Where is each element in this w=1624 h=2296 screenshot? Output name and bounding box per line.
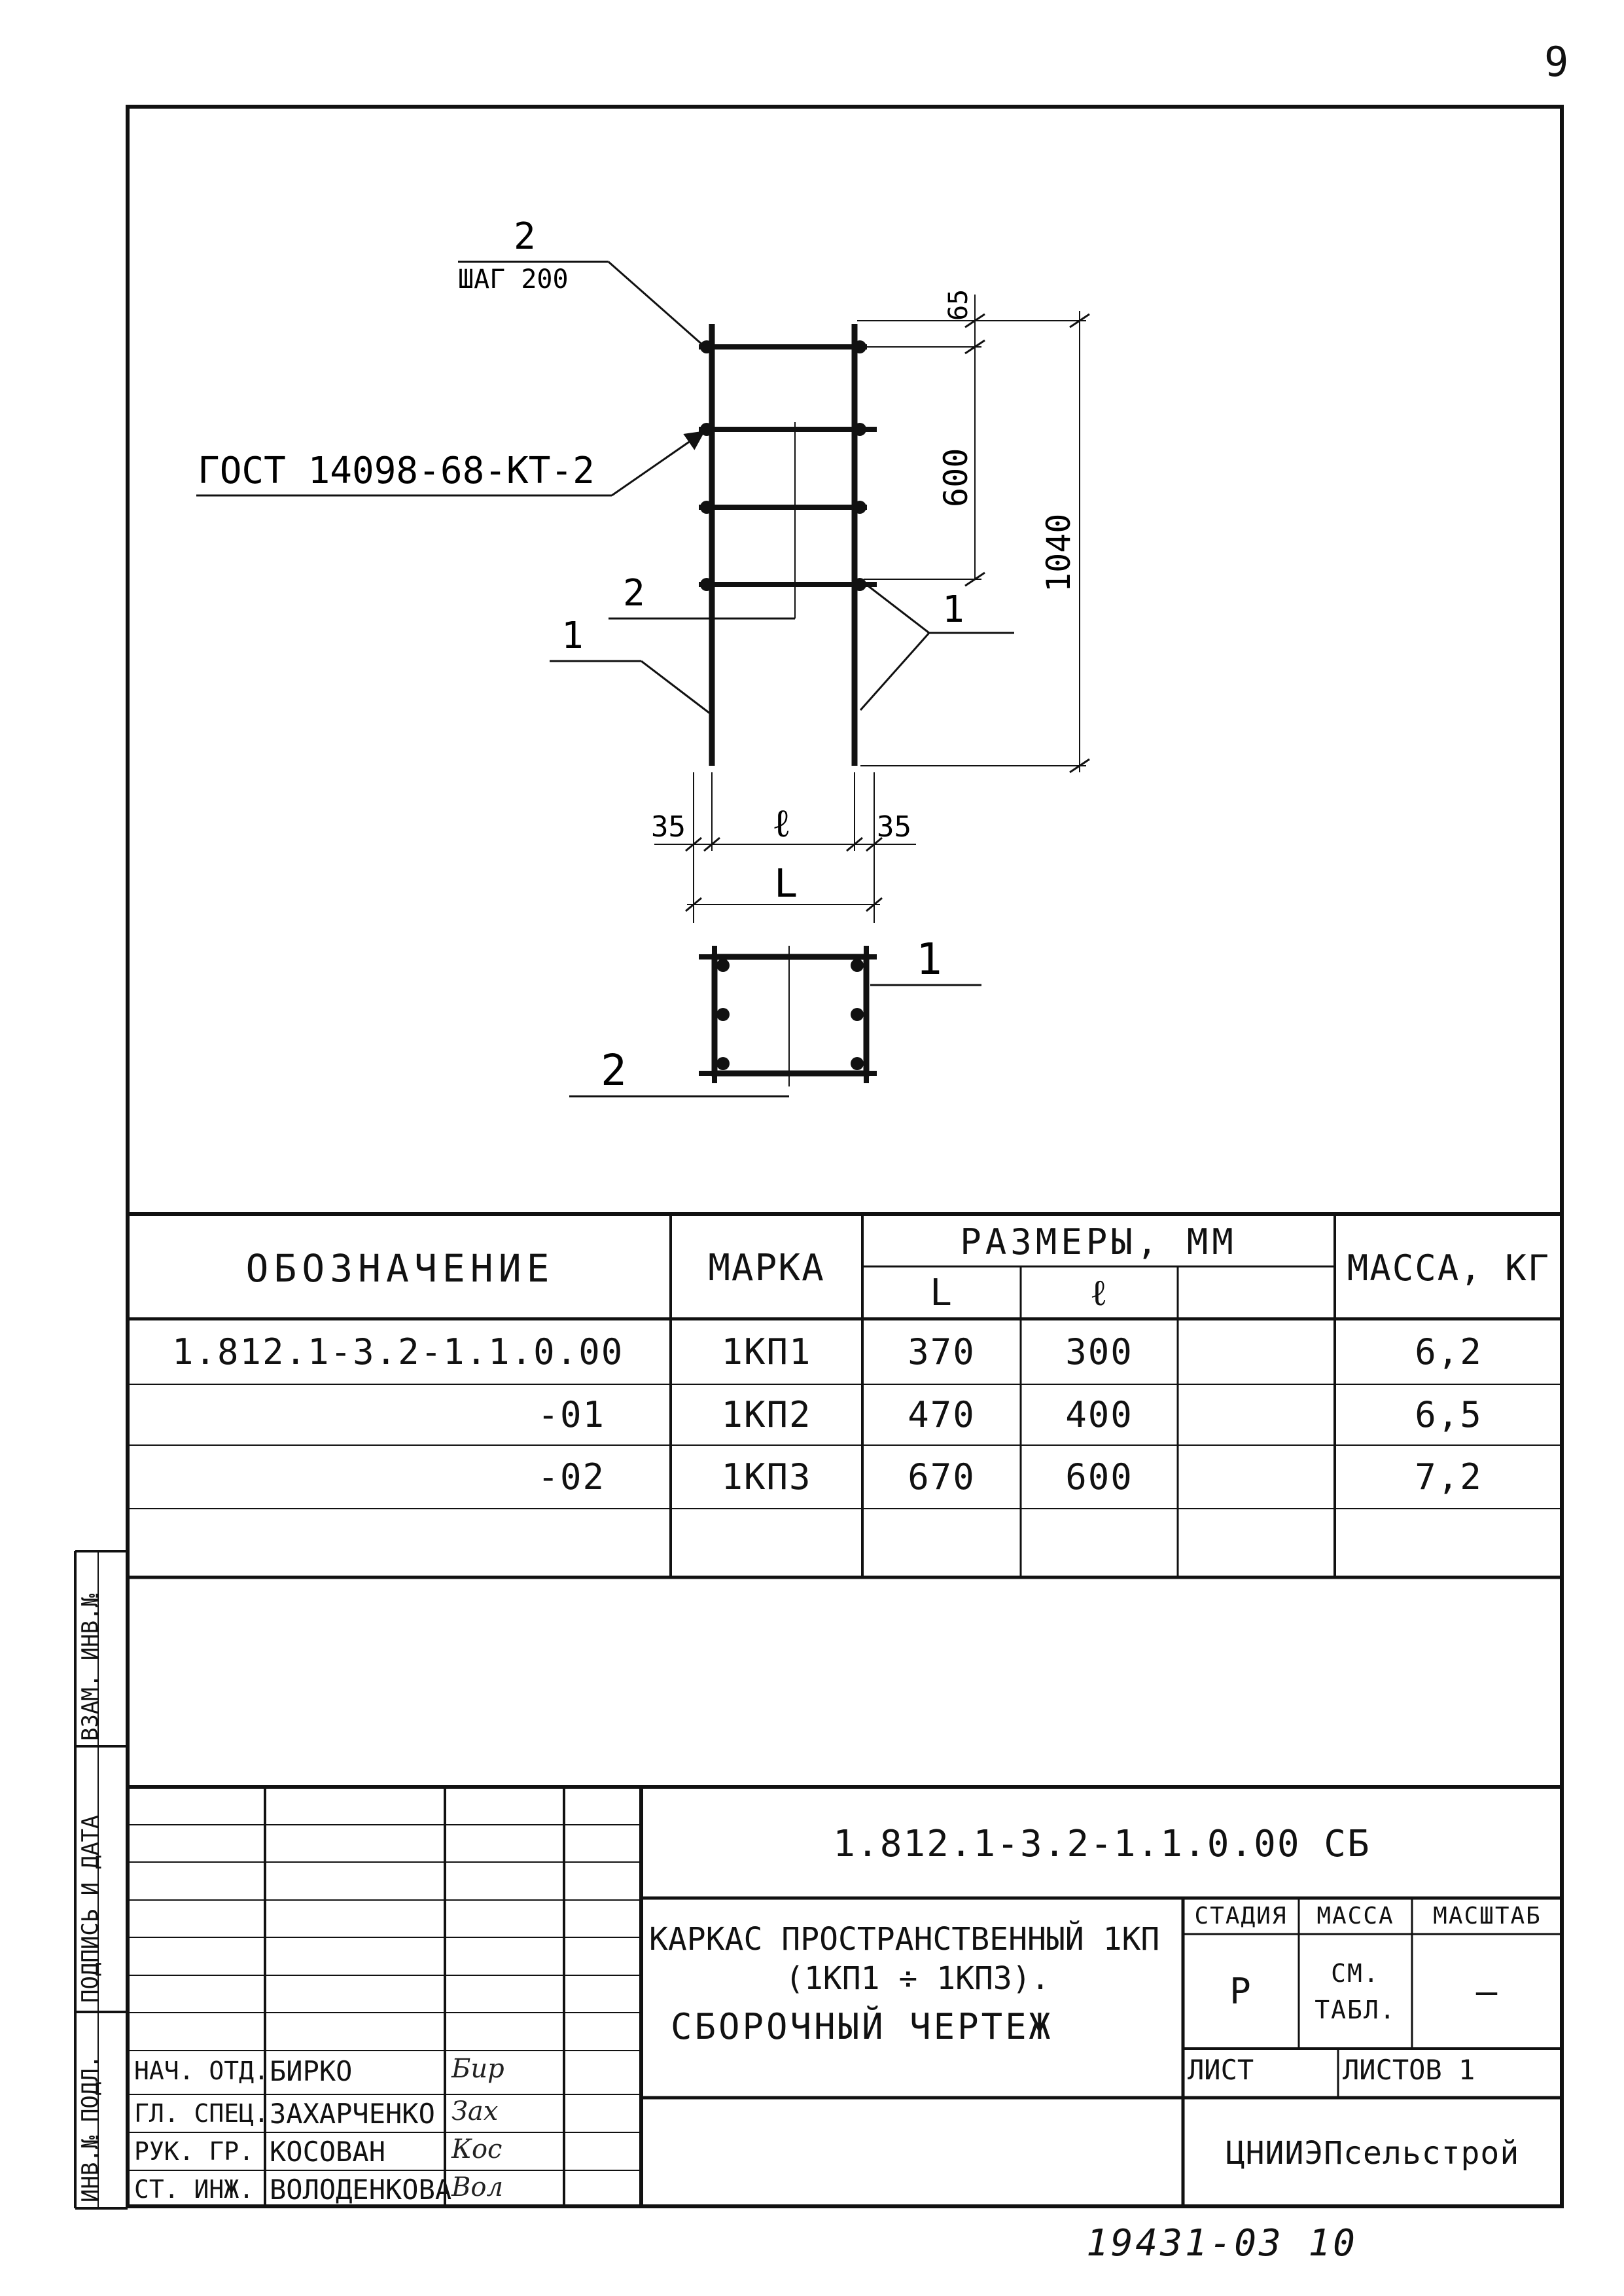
mass-header: МАССА — [1316, 1903, 1394, 1929]
spec-row-l: 400 — [1065, 1394, 1133, 1435]
spec-header-mass: МАССА, КГ — [1347, 1247, 1551, 1289]
staff-signature: Зах — [451, 2096, 499, 2126]
dim-600: 600 — [937, 448, 975, 507]
assembly-drawing: 2 ШАГ 200 ГОСТ 14098-68-КТ-2 2 1 1 65 60… — [196, 215, 1090, 1098]
spec-row-designation: -01 — [537, 1394, 605, 1435]
staff-role: РУК. ГР. — [134, 2137, 255, 2166]
spec-row-L: 470 — [908, 1394, 976, 1435]
side-stamp-podpis: ПОДПИСЬ И ДАТА — [77, 1815, 103, 2003]
weld-points — [700, 340, 866, 591]
label-pos-2-mid: 2 — [623, 572, 645, 615]
dim-35-right: 35 — [877, 810, 911, 844]
dim-35-left: 35 — [651, 810, 686, 844]
sheet-label: ЛИСТ — [1188, 2054, 1254, 2086]
spec-row-L: 370 — [908, 1331, 976, 1372]
staff-name: КОСОВАН — [270, 2136, 386, 2168]
spec-row-mark: 1КП1 — [721, 1331, 812, 1372]
spec-row-mass: 7,2 — [1415, 1456, 1483, 1498]
plan-label-1: 1 — [916, 934, 942, 984]
scale-header: МАСШТАБ — [1433, 1903, 1542, 1929]
spec-row-mark: 1КП3 — [721, 1456, 812, 1498]
staff-signature: Бир — [451, 2054, 504, 2084]
label-pos-1-left: 1 — [561, 615, 584, 657]
title-line2: (1КП1 ÷ 1КП3). — [785, 1960, 1050, 1997]
spec-row-mark: 1КП2 — [721, 1394, 812, 1435]
stage-header: СТАДИЯ — [1194, 1903, 1288, 1929]
staff-role: СТ. ИНЖ. — [134, 2175, 255, 2204]
sheets-label: ЛИСТОВ 1 — [1343, 2054, 1475, 2086]
page-number: 9 — [1544, 38, 1569, 86]
staff-name: ЗАХАРЧЕНКО — [270, 2098, 435, 2130]
spec-row-designation: -02 — [537, 1456, 605, 1498]
staff-name: ВОЛОДЕНКОВА — [270, 2174, 452, 2206]
label-pos-1-right: 1 — [942, 588, 964, 631]
drawing-frame — [126, 105, 1564, 2208]
spec-row-designation: 1.812.1-3.2-1.1.0.00 — [172, 1331, 624, 1372]
staff-signature: Кос — [451, 2134, 503, 2164]
stage-value: Р — [1229, 1971, 1252, 2012]
label-pos-2-top: 2 — [514, 215, 536, 258]
spec-row-L: 670 — [908, 1456, 976, 1498]
spec-header-mark: МАРКА — [708, 1247, 825, 1289]
spec-header-l: ℓ — [1089, 1271, 1109, 1314]
plan-view — [569, 946, 981, 1098]
staff-signature: Вол — [451, 2172, 503, 2202]
side-stamp-inv-podl: ИНВ.№ ПОДЛ. — [77, 2054, 103, 2202]
staff-role: НАЧ. ОТД. — [134, 2056, 269, 2085]
title-line3: СБОРОЧНЫЙ ЧЕРТЕЖ — [671, 2006, 1053, 2047]
title-line1: КАРКАС ПРОСТРАНСТВЕННЫЙ 1КП — [649, 1921, 1160, 1958]
dim-65: 65 — [944, 289, 974, 321]
dim-L: L — [774, 861, 798, 906]
step-label: ШАГ 200 — [458, 264, 569, 295]
dim-l: ℓ — [772, 800, 791, 846]
spec-header-L: L — [930, 1271, 953, 1314]
spec-row-l: 600 — [1065, 1456, 1133, 1498]
mass-value: СМ. ТАБЛ. — [1315, 1958, 1396, 2024]
spec-row-mass: 6,2 — [1415, 1331, 1483, 1372]
staff-role: ГЛ. СПЕЦ. — [134, 2099, 269, 2128]
dim-1040: 1040 — [1040, 514, 1078, 592]
doc-code: 1.812.1-3.2-1.1.0.00 СБ — [833, 1823, 1371, 1865]
archive-code: 19431-03 10 — [1086, 2222, 1358, 2265]
plan-label-2: 2 — [601, 1045, 627, 1096]
side-stamp-vzam: ВЗАМ. ИНВ.№ — [77, 1593, 103, 1741]
spec-row-l: 300 — [1065, 1331, 1133, 1372]
staff-name: БИРКО — [270, 2055, 353, 2087]
gost-label: ГОСТ 14098-68-КТ-2 — [198, 450, 595, 492]
spec-row-mass: 6,5 — [1415, 1394, 1483, 1435]
organization: ЦНИИЭПсельстрой — [1226, 2135, 1520, 2172]
spec-header-sizes: РАЗМЕРЫ, ММ — [960, 1221, 1237, 1263]
scale-value: — — [1475, 1971, 1499, 2012]
spec-header-designation: ОБОЗНАЧЕНИЕ — [245, 1246, 555, 1291]
